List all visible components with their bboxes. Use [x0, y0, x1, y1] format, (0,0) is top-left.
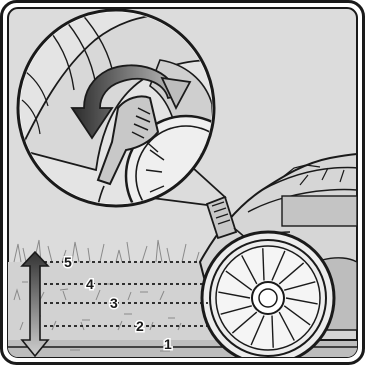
height-level-label: 4	[86, 276, 94, 292]
height-level-label: 3	[110, 295, 118, 311]
height-level-label: 5	[64, 254, 72, 270]
height-level-label: 1	[164, 336, 172, 352]
height-level-label: 2	[136, 318, 144, 334]
front-wheel	[202, 232, 334, 364]
height-level-1: 1	[164, 336, 172, 352]
